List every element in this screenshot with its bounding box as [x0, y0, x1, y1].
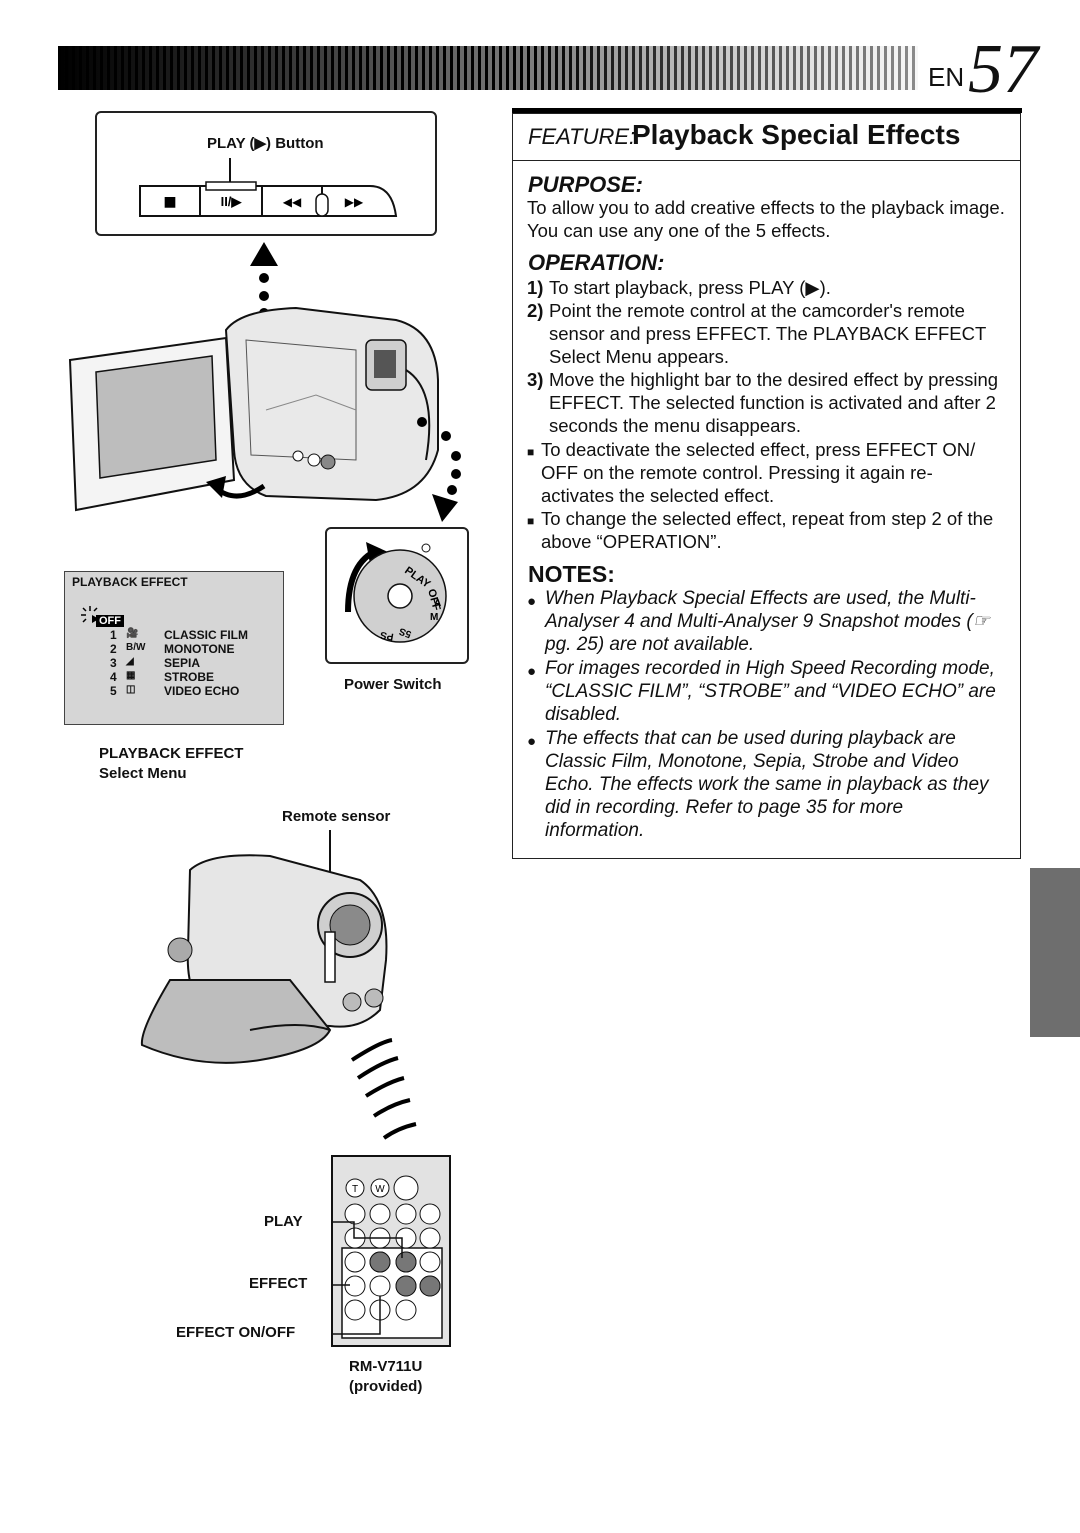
step-text: To start playback, press PLAY (▶). [549, 277, 831, 298]
remote-effect-onoff-label: EFFECT ON/OFF [176, 1324, 296, 1341]
bullet-text: To deactivate the selected effect, press… [541, 439, 976, 506]
dial-ps-label: PS [379, 629, 394, 642]
bw-icon: B/W [126, 642, 146, 653]
feature-title-row [512, 113, 1021, 161]
dot-bullet-icon: ● [527, 733, 537, 750]
menu-item-number: 5 [110, 684, 117, 698]
operation-step: 2)Point the remote control at the camcor… [527, 299, 1007, 368]
menu-off-option[interactable]: OFF [96, 615, 124, 627]
playback-effect-menu [64, 571, 284, 725]
step-number: 3) [527, 369, 544, 390]
power-switch-panel [325, 527, 469, 664]
remote-sensor-caption: Remote sensor [282, 808, 391, 825]
operation-step: 3)Move the highlight bar to the desired … [527, 368, 1007, 437]
menu-item-number: 4 [110, 670, 117, 684]
remote-provided-note: (provided) [349, 1378, 423, 1395]
menu-item-number: 3 [110, 656, 117, 670]
note-text: The effects that can be used during play… [545, 728, 989, 841]
menu-item-label: CLASSIC FILM [164, 628, 248, 642]
page-prefix: EN [928, 62, 965, 92]
menu-item-label: VIDEO ECHO [164, 684, 240, 698]
power-switch-dial: PLAY OFF A M 5S PS [345, 542, 447, 643]
remote-play-label: PLAY [264, 1213, 303, 1230]
stop-icon: ■ [163, 194, 176, 210]
dial-5s-label: 5S [397, 625, 413, 640]
remote-control-illustration: T W [331, 1155, 451, 1347]
rewind-icon: ◀◀ [283, 195, 302, 209]
camcorder-remote-sensor-illustration [140, 830, 417, 1140]
square-bullet-icon: ■ [527, 514, 535, 528]
dot-bullet-icon: ● [527, 663, 537, 680]
play-button-panel [95, 111, 437, 236]
title-rule [512, 108, 1022, 113]
section-tab [1030, 868, 1080, 1037]
dotted-arrow-down [417, 417, 461, 522]
feature-panel [512, 113, 1021, 859]
note-item: ● The effects that can be used during pla… [527, 727, 1009, 842]
dot-bullet-icon: ● [527, 593, 537, 610]
menu-item-number: 2 [110, 642, 117, 656]
operation-step: 1)To start playback, press PLAY (▶). [527, 276, 1007, 299]
sparkle-highlight-icon [81, 606, 99, 623]
feature-title: Playback Special Effects [632, 119, 961, 150]
note-item: ● When Playback Special Effects are used,… [527, 587, 1009, 656]
dial-m-label: M [430, 612, 438, 623]
strobe-icon: ▦ [126, 670, 136, 681]
sepia-icon: ◢ [126, 656, 134, 667]
remote-model: RM-V711U [349, 1358, 423, 1375]
purpose-heading: PURPOSE: [528, 172, 643, 197]
menu-caption-sub: Select Menu [99, 765, 187, 782]
operation-bullet: ■ To change the selected effect, repeat f… [527, 507, 1002, 553]
purpose-text: To allow you to add creative effects to … [527, 197, 1005, 241]
square-bullet-icon: ■ [527, 445, 535, 459]
step-number: 2) [527, 300, 544, 321]
menu-item-label: MONOTONE [164, 642, 235, 656]
remote-effect-label: EFFECT [249, 1275, 308, 1292]
dial-a-label: A [434, 598, 441, 609]
menu-item-label: STROBE [164, 670, 215, 684]
menu-title: PLAYBACK EFFECT [72, 575, 188, 589]
play-pause-icon: II/▶ [221, 194, 243, 209]
camcorder-lcd-open-illustration [68, 306, 439, 512]
film-icon: 🎥 [126, 628, 139, 639]
wide-key-label: W [375, 1184, 385, 1195]
step-number: 1) [527, 277, 544, 298]
notes-heading: NOTES: [528, 561, 615, 587]
header-bar-fade [58, 46, 918, 90]
step-text: Move the highlight bar to the desired ef… [549, 369, 999, 436]
menu-item-label: SEPIA [164, 656, 201, 670]
note-text: When Playback Special Effects are used, … [545, 588, 990, 655]
bullet-text: To change the selected effect, repeat fr… [541, 508, 994, 552]
operation-heading: OPERATION: [528, 250, 665, 275]
page-number: 57 [968, 31, 1038, 108]
step-text: Point the remote control at the camcorde… [549, 300, 986, 367]
menu-caption: PLAYBACK EFFECT [99, 745, 244, 762]
operation-bullet: ■ To deactivate the selected effect, pres… [527, 438, 1002, 507]
menu-item-number: 1 [110, 628, 117, 642]
tele-key-label: T [352, 1184, 358, 1195]
power-switch-caption: Power Switch [344, 676, 442, 693]
video-echo-icon: ◫ [126, 684, 136, 695]
feature-label: FEATURE: [528, 124, 636, 149]
note-item: ● For images recorded in High Speed Recor… [527, 657, 1009, 726]
dial-off-label: OFF [425, 588, 442, 613]
play-button-label: PLAY (▶) Button [207, 135, 324, 152]
note-text: For images recorded in High Speed Record… [545, 658, 996, 725]
fast-forward-icon: ▶▶ [345, 195, 364, 209]
transport-buttons-diagram: ■ II/▶ ◀◀ ▶▶ [139, 158, 398, 217]
